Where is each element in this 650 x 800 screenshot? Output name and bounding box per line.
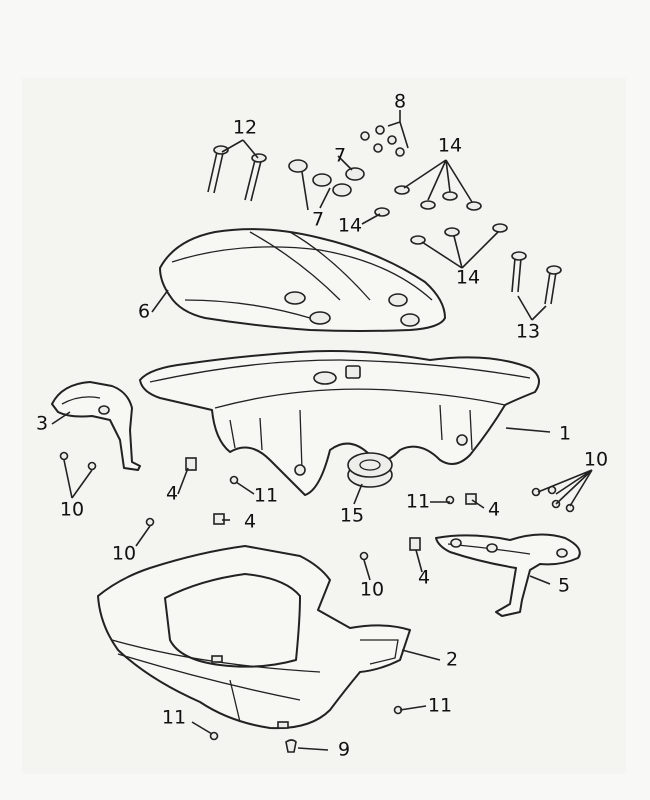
callout-labels: 1 2 3 4 4 4 4 5 6 7 7 8 9 10 10 10 10 11… (36, 91, 608, 761)
callout-4d: 4 (418, 567, 430, 589)
part-6-upper-cover[interactable] (159, 228, 446, 332)
callout-13: 13 (516, 321, 540, 343)
callout-1: 1 (559, 423, 571, 445)
nut-7-group[interactable] (288, 159, 365, 197)
callout-4a: 4 (166, 483, 178, 505)
washer-14-group[interactable] (374, 185, 508, 245)
callout-11a: 11 (254, 485, 278, 507)
callout-10c: 10 (360, 579, 384, 601)
callout-7a: 7 (334, 145, 346, 167)
callout-5: 5 (558, 575, 570, 597)
callout-10b: 10 (112, 543, 136, 565)
fastener-8-group[interactable] (360, 125, 405, 157)
screw-12b[interactable] (244, 153, 267, 202)
callout-14a: 14 (438, 135, 462, 157)
screw-13a[interactable] (511, 251, 527, 293)
part-5-right-bracket[interactable] (435, 533, 581, 617)
callout-2: 2 (446, 649, 458, 671)
clip-4-group[interactable] (185, 457, 477, 551)
part-15-grommet[interactable] (347, 452, 393, 488)
callout-14c: 14 (456, 267, 480, 289)
part-2-lower-cover[interactable] (97, 545, 411, 730)
callout-10a: 10 (60, 499, 84, 521)
callout-11c: 11 (428, 695, 452, 717)
callout-4c: 4 (488, 499, 500, 521)
leader-lines (51, 110, 593, 751)
part-3-left-bracket[interactable] (51, 381, 141, 471)
callout-11b: 11 (406, 491, 430, 513)
callout-11d: 11 (162, 707, 186, 729)
screw-13b[interactable] (544, 265, 562, 305)
callout-7b: 7 (312, 209, 324, 231)
callout-9: 9 (338, 739, 350, 761)
callout-10d: 10 (584, 449, 608, 471)
screw-10-11-group[interactable] (59, 451, 575, 753)
screw-12a[interactable] (207, 145, 229, 194)
callout-15: 15 (340, 505, 364, 527)
callout-6: 6 (138, 301, 150, 323)
part-1-handlebar-housing[interactable] (139, 350, 540, 496)
callout-8: 8 (394, 91, 406, 113)
callout-3: 3 (36, 413, 48, 435)
callout-12: 12 (233, 117, 257, 139)
callout-14b: 14 (338, 215, 362, 237)
callout-4b: 4 (244, 511, 256, 533)
